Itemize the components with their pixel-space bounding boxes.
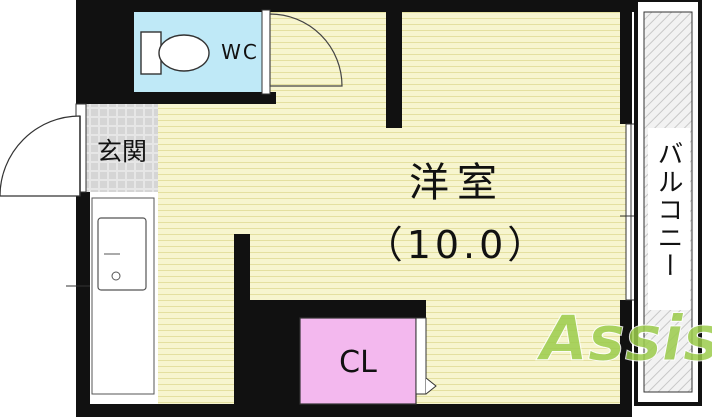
- sink: [97, 217, 147, 291]
- western-room-size: （10.0）: [365, 223, 550, 267]
- wc-door-frame: [261, 9, 271, 95]
- svg-text:Assist: Assist: [535, 302, 712, 375]
- closet: [299, 317, 417, 405]
- balcony-label-bg: [648, 128, 690, 310]
- balcony-label: バルコニー: [653, 140, 683, 280]
- entrance-door-swing: [0, 115, 81, 197]
- wc-door-swing: [269, 13, 343, 87]
- closet-door-swing: [425, 377, 437, 395]
- entrance-floor: [86, 104, 158, 192]
- wc-label: WC: [221, 40, 259, 64]
- toilet-icon: [140, 31, 210, 75]
- walls: [76, 0, 636, 417]
- western-room-label: 洋室: [409, 160, 505, 206]
- closet-label: CL: [339, 345, 377, 380]
- entrance-label: 玄関: [97, 137, 147, 166]
- assist-watermark: Assist: [535, 302, 712, 376]
- closet-door: [415, 317, 427, 395]
